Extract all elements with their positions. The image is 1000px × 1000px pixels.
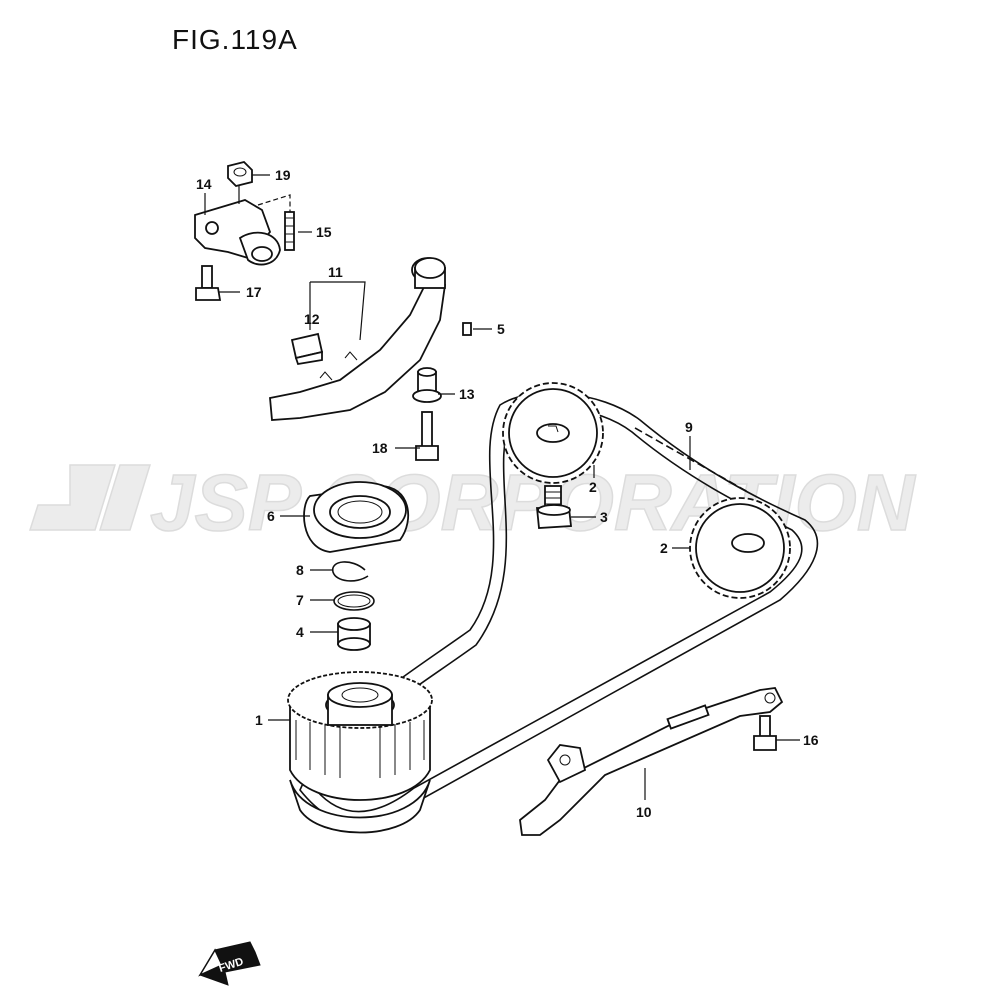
callout-3: 3 [600,509,608,525]
callout-1: 1 [255,712,263,728]
part-11-chain-guide [269,257,447,421]
part-10-fixed-guide [519,687,784,836]
part-17-bolt [195,265,222,301]
callout-11: 11 [328,264,343,280]
callout-2-upper: 2 [589,479,597,495]
part-16-bolt [753,715,777,751]
watermark-logo-icon [28,464,152,531]
part-7-o-ring [333,591,375,611]
fwd-arrow-icon: FWD [198,941,261,986]
part-18-bolt [415,411,439,461]
callout-9: 9 [685,419,693,435]
part-6-bearing [303,481,409,553]
part-19-nut [227,161,253,204]
callout-18: 18 [372,440,388,456]
part-2-cam-sprocket-upper [502,382,604,484]
callout-4: 4 [296,624,304,640]
callout-19: 19 [275,167,291,183]
callout-6: 6 [267,508,275,524]
callout-10: 10 [636,804,652,820]
chain-link-section [634,427,749,493]
callout-7: 7 [296,592,304,608]
callout-15: 15 [316,224,332,240]
callout-5: 5 [497,321,505,337]
leader-lines [204,174,800,800]
part-12-guide-slipper [290,332,324,366]
callout-8: 8 [296,562,304,578]
figure-title: FIG.119A [172,24,298,55]
part-14-tensioner [194,199,281,266]
part-4-collar [337,617,371,651]
part-1-crank-gear [287,671,433,834]
callout-12: 12 [304,311,320,327]
callout-16: 16 [803,732,819,748]
part-3-bolt [536,485,572,529]
part-8-snap-ring [332,561,369,582]
part-2-cam-sprocket-lower [689,497,791,599]
callout-14: 14 [196,176,212,192]
part-15-stud [257,194,295,251]
callout-17: 17 [246,284,262,300]
callout-2-lower: 2 [660,540,668,556]
callout-labels: 19 14 15 17 11 12 5 13 18 6 8 7 4 1 2 3 … [196,167,819,820]
part-13-sleeve [412,367,442,403]
part-5-pin [462,322,472,336]
callout-13: 13 [459,386,475,402]
